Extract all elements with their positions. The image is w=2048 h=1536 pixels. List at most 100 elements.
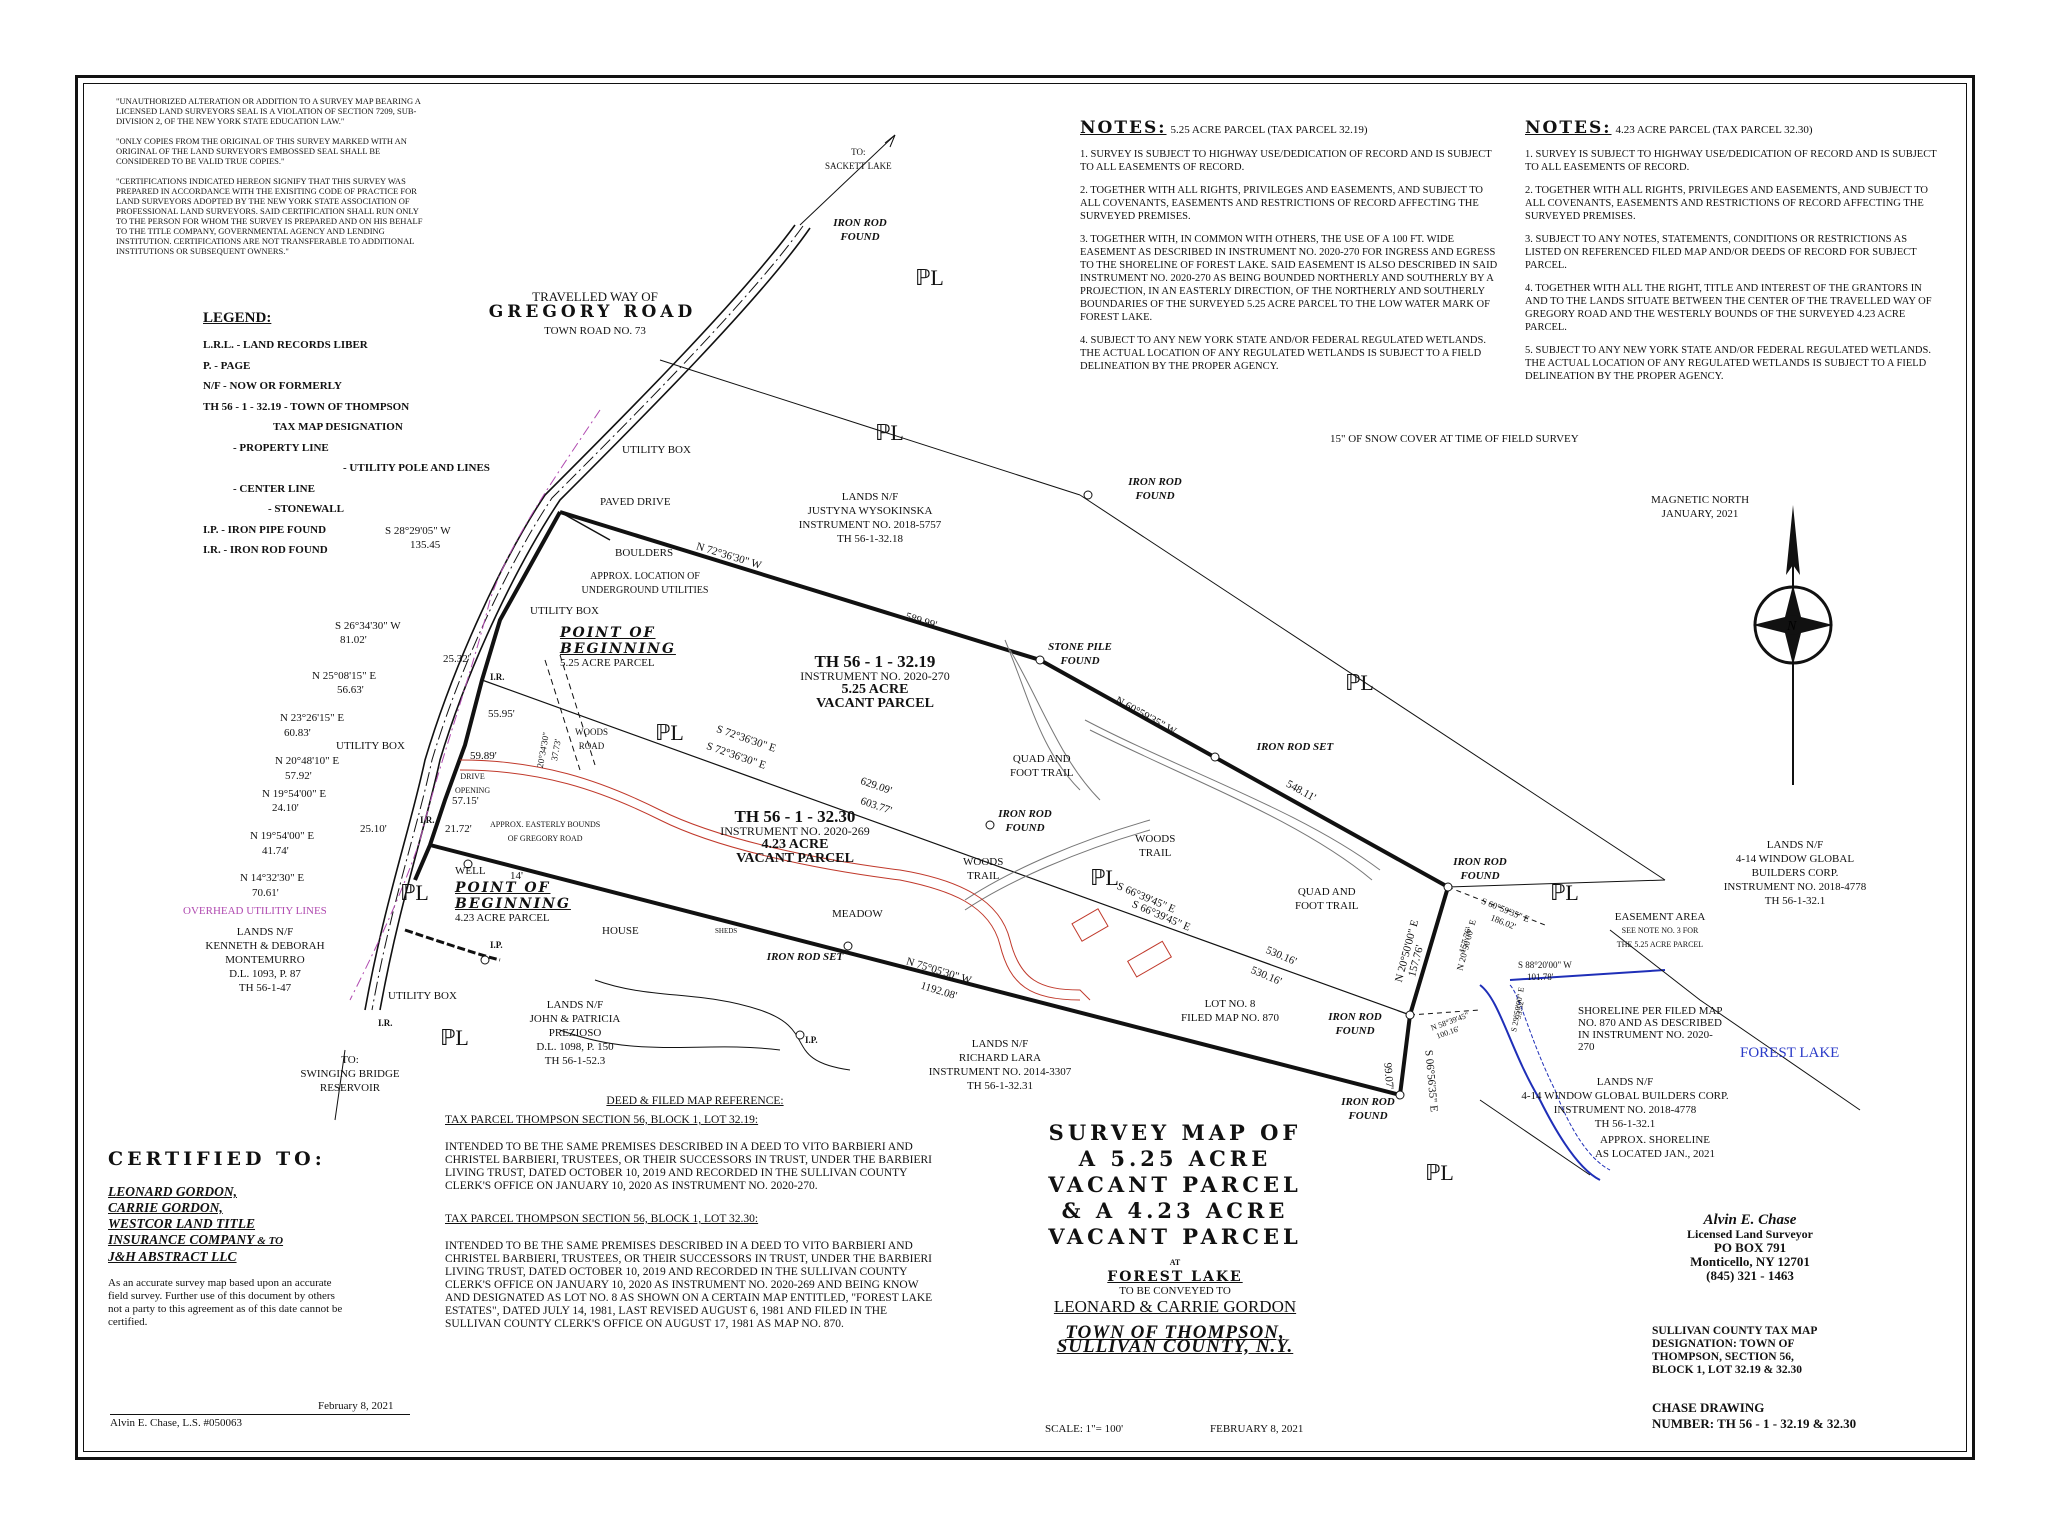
utility-box-2: UTILITY BOX [530, 605, 599, 617]
quad-2: FOOT TRAIL [1010, 767, 1074, 779]
legend-th: TH 56 - 1 - 32.19 - TOWN OF THOMPSON [203, 400, 410, 413]
iron-rod-found-1: IRON ROD FOUND [833, 217, 887, 243]
title-line-3: VACANT PARCEL [1048, 1172, 1302, 1197]
woods-road-1: WOODS [575, 727, 608, 737]
parcel-b-instrument: INSTRUMENT NO. 2020-269 [720, 824, 870, 838]
approx-utilities: APPROX. LOCATION OF UNDERGROUND UTILITIE… [560, 570, 730, 598]
parcel-b-acre: 4.23 ACRE [761, 837, 829, 852]
lara-2: RICHARD LARA [958, 1052, 1042, 1064]
parcel-line-middle [481, 679, 1411, 1016]
well-label: WELL [455, 865, 486, 877]
easement-1: EASEMENT AREA [1614, 911, 1706, 923]
forest-lake-label: FOREST LAKE [1740, 1045, 1840, 1061]
lara-4: TH 56-1-32.31 [967, 1080, 1033, 1092]
dist-5715: 57.15' [452, 795, 479, 807]
quad-3: QUAD AND [1297, 886, 1356, 898]
svg-text:ℙL: ℙL [875, 420, 904, 445]
approx-easterly-bounds: APPROX. EASTERLY BOUNDS OF GREGORY ROAD [490, 818, 600, 846]
travelled-way: TRAVELLED WAY OF [532, 289, 658, 304]
woods-trail-label-2: WOODS TRAIL [963, 855, 1003, 883]
approx-easterly-2: OF GREGORY ROAD [507, 834, 583, 843]
approx-shoreline-1: APPROX. SHORELINE [1599, 1134, 1710, 1146]
legend-utility: - UTILITY POLE AND LINES [343, 462, 490, 474]
ip-marker-1: I.P. [490, 940, 503, 950]
window-b-1: LANDS N/F [1596, 1076, 1654, 1088]
foot-trail [1084, 719, 1381, 871]
legend-title: LEGEND: [203, 310, 272, 326]
bearing-s882000: S 88°20'00" W [1518, 960, 1572, 970]
notes-b-heading: NOTES: [1525, 118, 1612, 138]
ir-marker-3: I.R. [378, 1018, 393, 1028]
ir-marker-1: I.R. [490, 672, 505, 682]
legend-center: - CENTER LINE [233, 482, 315, 495]
pob-b-3: 4.23 ACRE PARCEL [455, 912, 550, 924]
svg-text:ℙL: ℙL [400, 880, 429, 905]
gregory-road: GREGORY ROAD [488, 302, 697, 322]
pob-b-1: POINT OF [455, 880, 551, 896]
prezioso-3: PREZIOSO [548, 1027, 602, 1039]
sheds-label: SHEDS [715, 927, 738, 935]
prezioso-4: D.L. 1098, P. 150 [536, 1041, 614, 1053]
parcel-4-23-label: TH 56 - 1 - 32.30 INSTRUMENT NO. 2020-26… [690, 807, 900, 866]
svg-text:ℙL: ℙL [440, 1025, 469, 1050]
tax-designation-2: DESIGNATION: TOWN OF [1652, 1338, 1795, 1350]
notes-b-3: 3. SUBJECT TO ANY NOTES, STATEMENTS, CON… [1525, 234, 1917, 271]
dist-8102: 81.02' [340, 634, 367, 646]
easement-2: SEE NOTE NO. 3 FOR [1621, 926, 1699, 935]
certified-heading: CERTIFIED TO: [108, 1148, 326, 1170]
woods-road-label: WOODS ROAD [575, 725, 608, 753]
title-location: FOREST LAKE [1107, 1269, 1243, 1285]
wysokinska-4: TH 56-1-32.18 [837, 533, 903, 545]
notes-b-2: 2. TOGETHER WITH ALL RIGHTS, PRIVILEGES … [1525, 185, 1929, 222]
cert-name-5: J&H ABSTRACT LLC [108, 1249, 237, 1264]
svg-text:ℙL: ℙL [1090, 865, 1119, 890]
dist-2510: 25.10' [360, 823, 387, 835]
wysokinska-2: JUSTYNA WYSOKINSKA [807, 505, 933, 517]
dist-4174: 41.74' [262, 845, 289, 857]
cert-statement: As an accurate survey map based upon an … [108, 1277, 343, 1328]
parcel-a-instrument: INSTRUMENT NO. 2020-270 [800, 669, 950, 683]
notes-a-1: 1. SURVEY IS SUBJECT TO HIGHWAY USE/DEDI… [1080, 149, 1492, 173]
svg-text:ℙL: ℙL [1425, 1160, 1454, 1185]
surveyor-city: Monticello, NY 12701 [1690, 1254, 1810, 1269]
svg-text:ℙL: ℙL [1550, 880, 1579, 905]
svg-text:ℙL: ℙL [655, 720, 684, 745]
snow-note: 15" OF SNOW COVER AT TIME OF FIELD SURVE… [1330, 433, 1579, 445]
montemurro-3: MONTEMURRO [225, 954, 305, 966]
title-line-5: VACANT PARCEL [1048, 1224, 1302, 1249]
parcel-5-25-label: TH 56 - 1 - 32.19 INSTRUMENT NO. 2020-27… [770, 653, 980, 711]
dist-2410: 24.10' [272, 802, 299, 814]
disclaimer-2: "ONLY COPIES FROM THE ORIGINAL OF THIS S… [116, 136, 407, 166]
cert-name-2: CARRIE GORDON, [108, 1200, 223, 1215]
deed-sub-1: TAX PARCEL THOMPSON SECTION 56, BLOCK 1,… [445, 1114, 759, 1126]
woods-road-2: ROAD [578, 741, 605, 751]
cert-name-4: INSURANCE COMPANY [108, 1232, 254, 1247]
bearing-n232615: N 23°26'15" E [280, 712, 345, 724]
parcel-a-vacant: VACANT PARCEL [816, 696, 934, 711]
dist-5663: 56.63' [337, 684, 364, 696]
dist-9907: 99.07' [1381, 1062, 1396, 1090]
drive-opening-1: DRIVE [460, 772, 485, 781]
pob-a-1: POINT OF [560, 625, 656, 641]
surveyor-name: Alvin E. Chase [1703, 1212, 1797, 1228]
legend-lrl: L.R.L. - LAND RECORDS LIBER [203, 339, 368, 351]
disclaimer-3: "CERTIFICATIONS INDICATED HEREON SIGNIFY… [116, 176, 423, 256]
approx-shoreline-label: APPROX. SHORELINE AS LOCATED JAN., 2021 [1590, 1133, 1720, 1161]
magnetic-north-label: MAGNETIC NORTH [1650, 494, 1750, 506]
svg-text:N: N [1786, 619, 1797, 634]
deed-sub-2: TAX PARCEL THOMPSON SECTION 56, BLOCK 1,… [445, 1213, 759, 1225]
certified-block: CERTIFIED TO: LEONARD GORDON, CARRIE GOR… [108, 1148, 408, 1329]
boulders: BOULDERS [615, 547, 674, 559]
window-b-4: TH 56-1-32.1 [1594, 1118, 1656, 1130]
title-line-2: A 5.25 ACRE [1078, 1146, 1272, 1171]
swinging-bridge: TO: SWINGING BRIDGE RESERVOIR [290, 1053, 410, 1095]
shoreline-filed-map: SHORELINE PER FILED MAP NO. 870 AND AS D… [1578, 1005, 1728, 1053]
road-edge-west [364, 224, 796, 1011]
notes-b-1: 1. SURVEY IS SUBJECT TO HIGHWAY USE/DEDI… [1525, 149, 1937, 173]
montemurro-4: D.L. 1093, P. 87 [229, 968, 301, 980]
parcel-b-tax: TH 56 - 1 - 32.30 [734, 807, 856, 826]
dist-6083: 60.83' [284, 727, 311, 739]
wysokinska-lands: LANDS N/F JUSTYNA WYSOKINSKA INSTRUMENT … [780, 490, 960, 546]
stonewall [404, 928, 501, 962]
legend-ir: I.R. - IRON ROD FOUND [203, 544, 328, 556]
